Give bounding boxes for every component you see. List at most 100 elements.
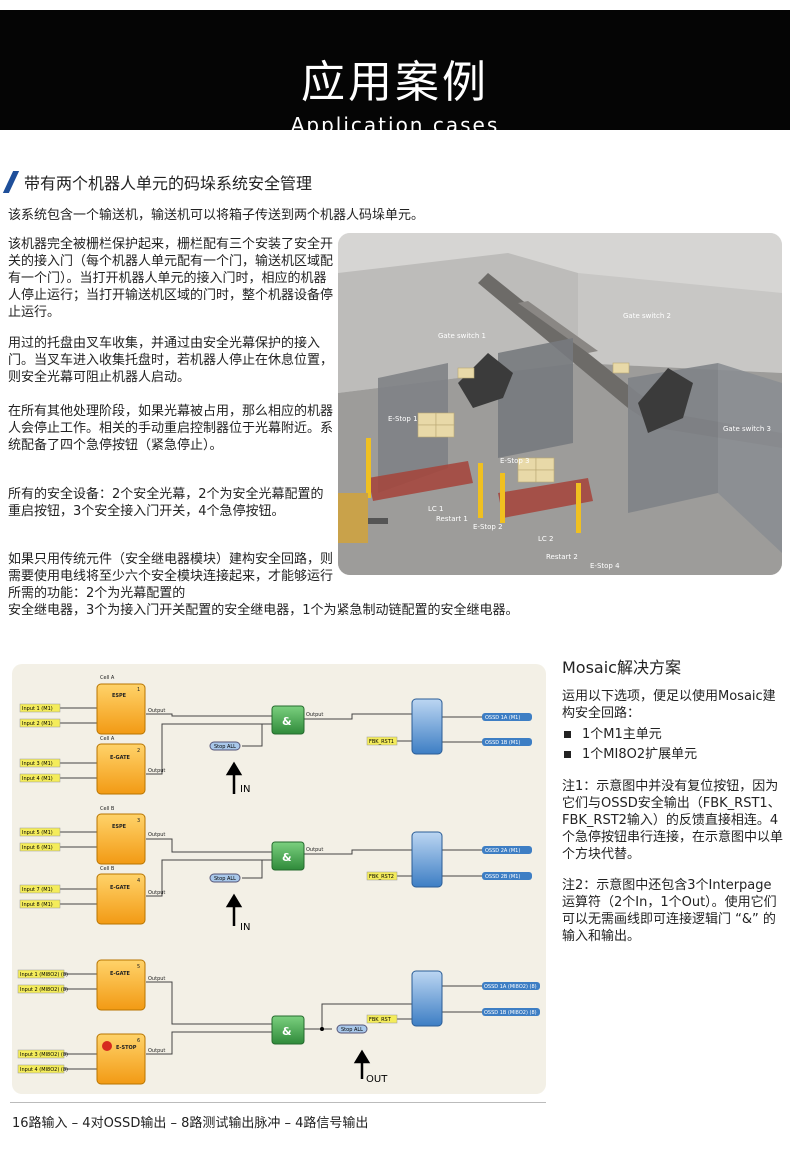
svg-text:OSSD 1B (MI8O2) (8): OSSD 1B (MI8O2) (8) [484, 1010, 537, 1016]
svg-text:Cell A: Cell A [100, 675, 115, 681]
ossd-block[interactable] [411, 831, 443, 888]
paragraph-5: 如果只用传统元件（安全继电器模块）建构安全回路，则需要使用电线将至少六个安全模块… [8, 552, 334, 601]
label-e-stop-4: E-Stop 4 [590, 562, 620, 570]
label-lc-1: LC 1 [428, 505, 443, 513]
svg-text:OSSD 2A (M1): OSSD 2A (M1) [485, 848, 520, 854]
ossd-block[interactable] [411, 698, 443, 755]
fbk-tag: FBK_RST [366, 1014, 398, 1024]
svg-text:FBK_RST2: FBK_RST2 [369, 874, 394, 880]
svg-text:E-GATE: E-GATE [110, 755, 130, 761]
label-e-stop-1: E-Stop 1 [388, 415, 418, 423]
svg-text:Input 7 (M1): Input 7 (M1) [22, 887, 53, 893]
svg-text:Output: Output [148, 1048, 165, 1054]
output-tag: OSSD 1A (M1) [482, 713, 532, 721]
e-gate-block[interactable]: Cell B 4 E-GATE Output [96, 866, 165, 925]
svg-text:Stop ALL: Stop ALL [214, 744, 236, 750]
svg-text:&: & [282, 715, 292, 728]
svg-text:E-GATE: E-GATE [110, 971, 130, 977]
svg-text:Output: Output [306, 712, 323, 718]
label-restart-1: Restart 1 [436, 515, 468, 523]
header-banner: 应用案例 Application cases [0, 10, 790, 137]
e-gate-block[interactable]: 5 E-GATE Output [96, 959, 165, 1011]
and-gate[interactable]: & [271, 705, 305, 735]
svg-text:OSSD 1B (M1): OSSD 1B (M1) [485, 740, 520, 746]
label-gate-switch-3: Gate switch 3 [723, 425, 771, 433]
mosaic-logic-diagram: Input 1 (M1) Input 2 (M1) Input 3 (M1) I… [12, 664, 546, 1094]
output-tag: OSSD 1B (M1) [482, 738, 532, 746]
svg-text:Input 2 (M1): Input 2 (M1) [22, 721, 53, 727]
svg-text:&: & [282, 1025, 292, 1038]
svg-text:Input 5 (M1): Input 5 (M1) [22, 830, 53, 836]
section-title: 带有两个机器人单元的码垛系统安全管理 [2, 170, 312, 194]
ossd-block[interactable] [411, 970, 443, 1027]
side-list: 1个M1主单元 1个MI8O2扩展单元 [562, 726, 784, 766]
svg-text:Cell A: Cell A [100, 736, 115, 742]
arrow-label-in: IN [240, 922, 250, 933]
svg-text:3: 3 [137, 818, 140, 824]
arrow-label-in: IN [240, 784, 250, 795]
arrow-in-icon [225, 761, 243, 794]
divider [10, 1102, 546, 1103]
svg-text:Input 6 (M1): Input 6 (M1) [22, 845, 53, 851]
side-lead: 运用以下选项，便足以使用Mosaic建构安全回路： [562, 689, 776, 721]
slash-icon [2, 171, 20, 193]
fbk-tag: FBK_RST2 [366, 871, 398, 881]
espe-block[interactable]: Cell B 3 ESPE Output [96, 806, 165, 865]
input-tag: Input 3 (M1) [19, 758, 61, 768]
list-item: 1个MI8O2扩展单元 [562, 746, 784, 763]
espe-block[interactable]: Cell A 1 ESPE Output [96, 675, 165, 735]
svg-text:Input 3 (M1): Input 3 (M1) [22, 761, 53, 767]
svg-text:FBK_RST1: FBK_RST1 [369, 739, 394, 745]
label-e-stop-2: E-Stop 2 [473, 523, 503, 531]
output-tag: OSSD 1A (MI8O2) (8) [482, 982, 540, 990]
label-e-stop-3: E-Stop 3 [500, 457, 530, 465]
arrow-label-out: OUT [366, 1074, 388, 1085]
and-gate[interactable]: & [271, 841, 305, 871]
svg-text:1: 1 [137, 687, 140, 693]
output-tag: OSSD 1B (MI8O2) (8) [482, 1008, 540, 1016]
fbk-tag: FBK_RST1 [366, 736, 398, 746]
svg-text:OSSD 1A (MI8O2) (8): OSSD 1A (MI8O2) (8) [484, 984, 537, 990]
svg-text:Output: Output [148, 768, 165, 774]
e-gate-block[interactable]: Cell A 2 E-GATE Output [96, 736, 165, 795]
svg-text:2: 2 [137, 748, 140, 754]
input-tag: Input 8 (M1) [19, 899, 61, 909]
input-tag: Input 1 (M1) [19, 703, 61, 713]
interpage-in[interactable]: Stop ALL [209, 873, 241, 883]
note-2: 注2：示意图中还包含3个Interpage运算符（2个In，1个Out）。使用它… [562, 878, 777, 944]
note-1: 注1：示意图中并没有复位按钮，因为它们与OSSD安全输出（FBK_RST1、FB… [562, 779, 784, 862]
input-tag: Input 4 (M1) [19, 773, 61, 783]
svg-text:5: 5 [137, 964, 140, 970]
svg-text:Input 4 (M1): Input 4 (M1) [22, 776, 53, 782]
input-tag: Input 2 (M1) [19, 718, 61, 728]
list-item: 1个M1主单元 [562, 726, 784, 743]
svg-text:Output: Output [306, 847, 323, 853]
interpage-out[interactable]: Stop ALL [336, 1024, 368, 1034]
arrow-in-icon [225, 893, 243, 926]
page-title: 应用案例 [301, 57, 489, 108]
svg-text:Input 8 (M1): Input 8 (M1) [22, 902, 53, 908]
svg-text:E-STOP: E-STOP [116, 1045, 137, 1051]
e-stop-block[interactable]: 6 E-STOP Output [96, 1033, 165, 1085]
intro-text: 该系统包含一个输送机，输送机可以将箱子传送到两个机器人码垛单元。 [8, 208, 425, 223]
input-tag: Input 6 (M1) [19, 842, 61, 852]
svg-text:E-GATE: E-GATE [110, 885, 130, 891]
input-tag: Input 4 (MI8O2) (8) [17, 1064, 68, 1074]
interpage-in[interactable]: Stop ALL [209, 741, 241, 751]
paragraph-5-continued: 安全继电器，3个为接入门开关配置的安全继电器，1个为紧急制动链配置的安全继电器。 [8, 603, 519, 618]
output-tag: OSSD 2B (M1) [482, 872, 532, 880]
output-tag: OSSD 2A (M1) [482, 846, 532, 854]
svg-text:4: 4 [137, 878, 140, 884]
side-title: Mosaic解决方案 [562, 658, 681, 677]
svg-text:Output: Output [148, 976, 165, 982]
svg-text:&: & [282, 851, 292, 864]
svg-text:Input 4 (MI8O2) (8): Input 4 (MI8O2) (8) [20, 1067, 68, 1073]
input-tag: Input 1 (MI8O2) (8) [17, 969, 68, 979]
svg-text:OSSD 1A (M1): OSSD 1A (M1) [485, 715, 520, 721]
and-gate[interactable]: & [271, 1015, 305, 1045]
svg-text:ESPE: ESPE [112, 824, 127, 830]
svg-text:OSSD 2B (M1): OSSD 2B (M1) [485, 874, 520, 880]
svg-text:Stop ALL: Stop ALL [214, 876, 236, 882]
svg-text:Output: Output [148, 890, 165, 896]
arrow-out-icon [353, 1049, 371, 1079]
